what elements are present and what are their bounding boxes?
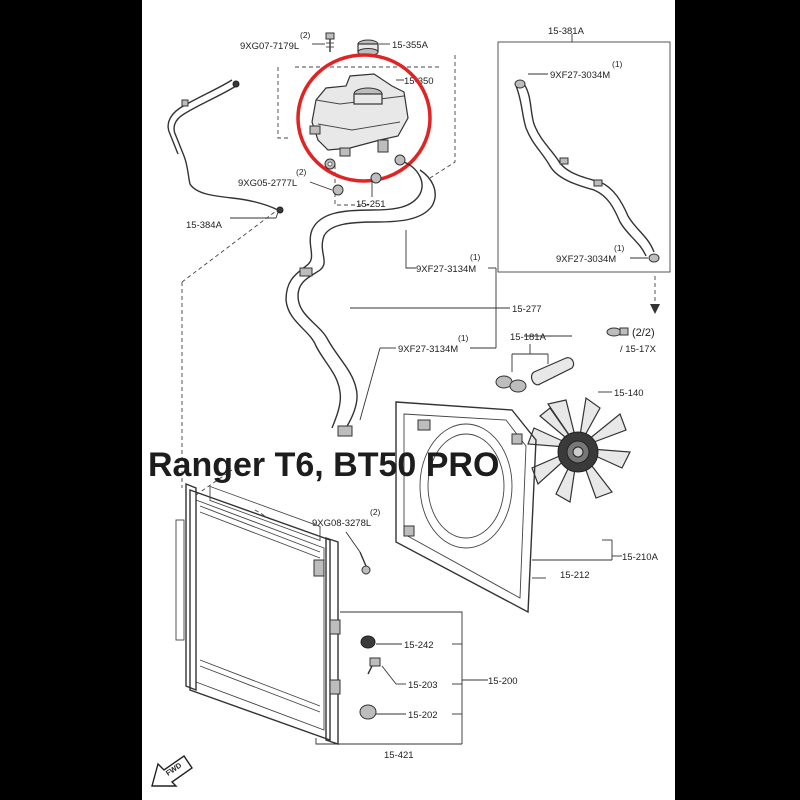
bolt-9xg08 xyxy=(359,551,371,575)
label-15-181a: 15-181A xyxy=(510,332,547,343)
label-15-202: 15-202 xyxy=(408,710,438,721)
mount-15-242 xyxy=(360,635,376,649)
label-9xg05-2777l: 9XG05-2777L xyxy=(238,178,297,189)
qty-9xf27-3134m-b: (1) xyxy=(458,333,469,343)
label-15-17x: / 15-17X xyxy=(620,344,657,355)
label-page-2-2: (2/2) xyxy=(632,327,655,339)
box-15-381a xyxy=(497,41,671,273)
reservoir-dash-right xyxy=(429,55,456,179)
overflow-hose-15-384a xyxy=(167,79,284,214)
radiator-15-200 xyxy=(175,482,341,745)
qty-9xf27-3134m-a: (1) xyxy=(470,252,481,262)
mount-15-202 xyxy=(359,704,377,720)
clip-9xg05 xyxy=(324,158,382,196)
label-15-212: 15-212 xyxy=(560,570,590,581)
forward-arrow-icon: FWD xyxy=(151,755,193,787)
label-15-355a: 15-355A xyxy=(392,40,429,51)
label-15-210a: 15-210A xyxy=(622,552,659,563)
label-9xf27-3134m-a: 9XF27-3134M xyxy=(416,264,476,275)
reservoir-dash-bottom xyxy=(334,165,370,206)
clip-icon-15-17x xyxy=(606,327,629,337)
label-15-384a: 15-384A xyxy=(186,220,223,231)
qty-9xg08: (2) xyxy=(370,507,381,517)
lower-hose-15-181a xyxy=(495,357,575,393)
label-15-200: 15-200 xyxy=(488,676,518,687)
label-15-251: 15-251 xyxy=(356,199,386,210)
fan-shroud-15-212 xyxy=(395,401,537,614)
heater-hose-15-381a xyxy=(514,79,660,263)
label-15-277: 15-277 xyxy=(512,304,542,315)
label-9xg08-3278l: 9XG08-3278L xyxy=(312,518,371,529)
label-15-242: 15-242 xyxy=(404,640,434,651)
label-15-203: 15-203 xyxy=(408,680,438,691)
label-15-421: 15-421 xyxy=(384,750,414,761)
highlight-circle xyxy=(296,53,432,183)
upper-hose-15-277 xyxy=(285,154,436,437)
page-title: Ranger T6, BT50 PRO xyxy=(148,446,499,484)
label-9xf27-3034m-b: 9XF27-3034M xyxy=(556,254,616,265)
qty-9xg07: (2) xyxy=(300,30,311,40)
reservoir-dash-left xyxy=(277,67,290,139)
qty-9xg05: (2) xyxy=(296,167,307,177)
cooling-fan-15-140 xyxy=(527,396,631,503)
label-9xf27-3134m-b: 9XF27-3134M xyxy=(398,344,458,355)
reservoir-cap-15-355a xyxy=(357,39,379,56)
label-9xf27-3034m-a: 9XF27-3034M xyxy=(550,70,610,81)
qty-9xf27-3034m-b: (1) xyxy=(614,243,625,253)
dash-to-radiator xyxy=(195,469,233,496)
qty-9xf27-3034m-a: (1) xyxy=(612,59,623,69)
leader-9xf27-3134m-a xyxy=(405,230,416,269)
label-15-140: 15-140 xyxy=(614,388,644,399)
label-15-381a: 15-381A xyxy=(548,26,585,37)
drain-plug-15-203 xyxy=(367,657,381,675)
label-9xg07-7179l: 9XG07-7179L xyxy=(240,41,299,52)
coolant-reservoir-15-350 xyxy=(309,73,409,157)
bolt-9xg07 xyxy=(325,32,335,52)
